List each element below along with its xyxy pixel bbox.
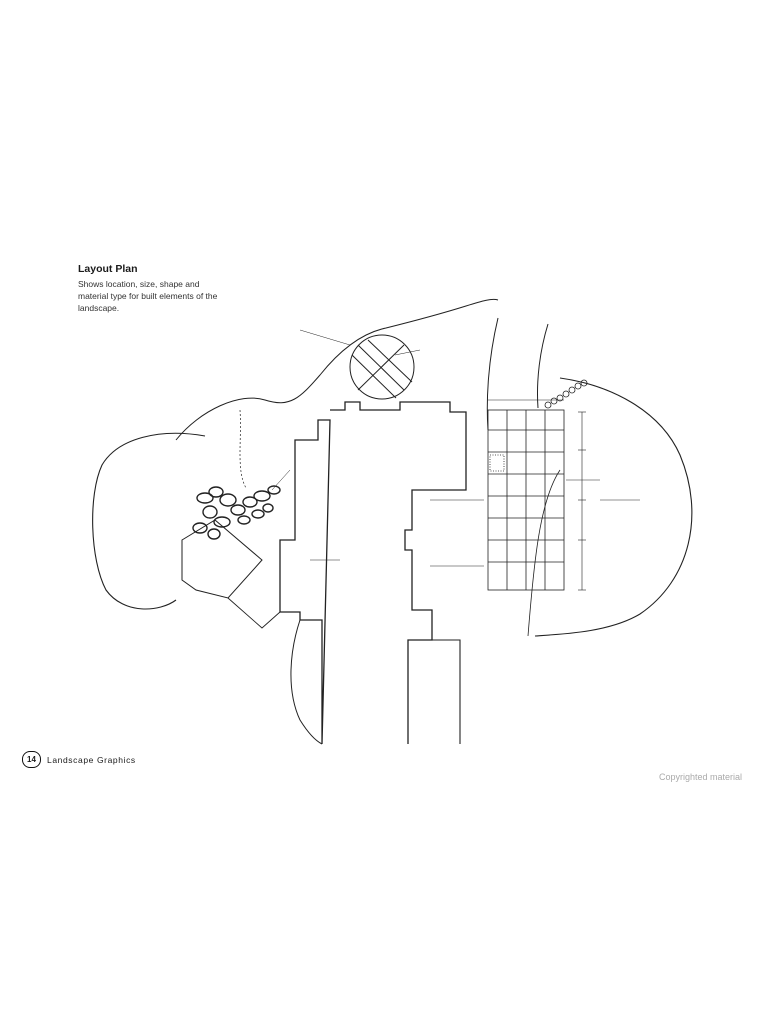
gazebo: [349, 334, 415, 400]
caption-title: Layout Plan: [78, 263, 138, 275]
right-lawn-outline: [534, 377, 693, 637]
angled-walk: [227, 597, 281, 629]
driveway-outer: [527, 469, 561, 637]
figure-caption: Layout Plan Shows location, size, shape …: [78, 263, 228, 314]
caption-body: Shows location, size, shape and material…: [78, 279, 218, 313]
dimension-lines: [430, 399, 586, 591]
boulder-cluster: [192, 485, 281, 540]
lower-planting: [290, 619, 323, 745]
left-lawn-outline: [92, 432, 206, 610]
deck-grid: [487, 409, 565, 591]
page-number: 14: [22, 751, 41, 768]
page-footer: 14 Landscape Graphics: [22, 751, 136, 768]
house-footprint: [279, 401, 467, 745]
angled-patio: [181, 519, 263, 599]
running-head: Landscape Graphics: [47, 754, 136, 765]
leader-lines: [271, 329, 640, 561]
stepping-stones: [544, 379, 588, 409]
dotted-bed-line: [239, 409, 247, 489]
copyright-notice: Copyrighted material: [658, 772, 742, 782]
driveway-curve-left: [486, 317, 499, 431]
upper-planting-bed: [175, 298, 499, 441]
driveway-curve-right: [537, 323, 549, 409]
lower-walk: [432, 639, 461, 744]
